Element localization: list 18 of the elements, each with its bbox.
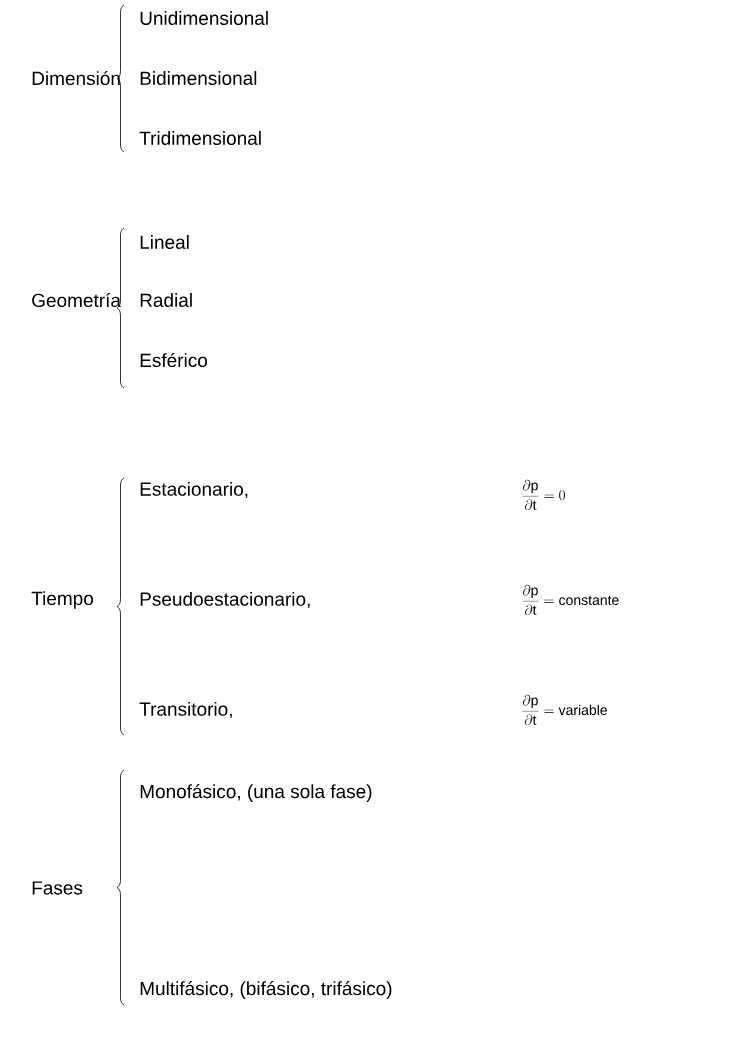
category-label: Fases (32, 881, 83, 895)
item-label: Multifásico, (bifásico, trifásico) (140, 981, 392, 999)
item-label: Unidimensional (140, 11, 268, 25)
formula: $\frac{\partial \mathrm{p}}{\partial \mathrm{t}}=\mathrm{variable}$ (522, 694, 607, 726)
category-label: Dimensión (32, 70, 120, 86)
formula: $\frac{\partial \mathrm{p}}{\partial \mathrm{t}}=\mathrm{constante}$ (522, 584, 619, 616)
item-label: Tridimensional (139, 131, 261, 145)
item-label: Bidimensional (140, 71, 257, 85)
formula: $\frac{\partial \mathrm{p}}{\partial \mathrm{t}}=0$ (522, 479, 565, 511)
item-label: Esférico (140, 352, 208, 368)
item-label: Lineal (140, 235, 189, 249)
item-label: Pseudoestacionario, (140, 591, 310, 609)
item-label: Estacionario, (140, 481, 248, 499)
item-label: Monofásico, (una sola fase) (140, 784, 372, 802)
category-label: Tiempo (31, 591, 94, 609)
item-label: Radial (140, 293, 192, 307)
category-label: Geometría (32, 292, 121, 308)
item-label: Transitorio, (139, 701, 232, 719)
